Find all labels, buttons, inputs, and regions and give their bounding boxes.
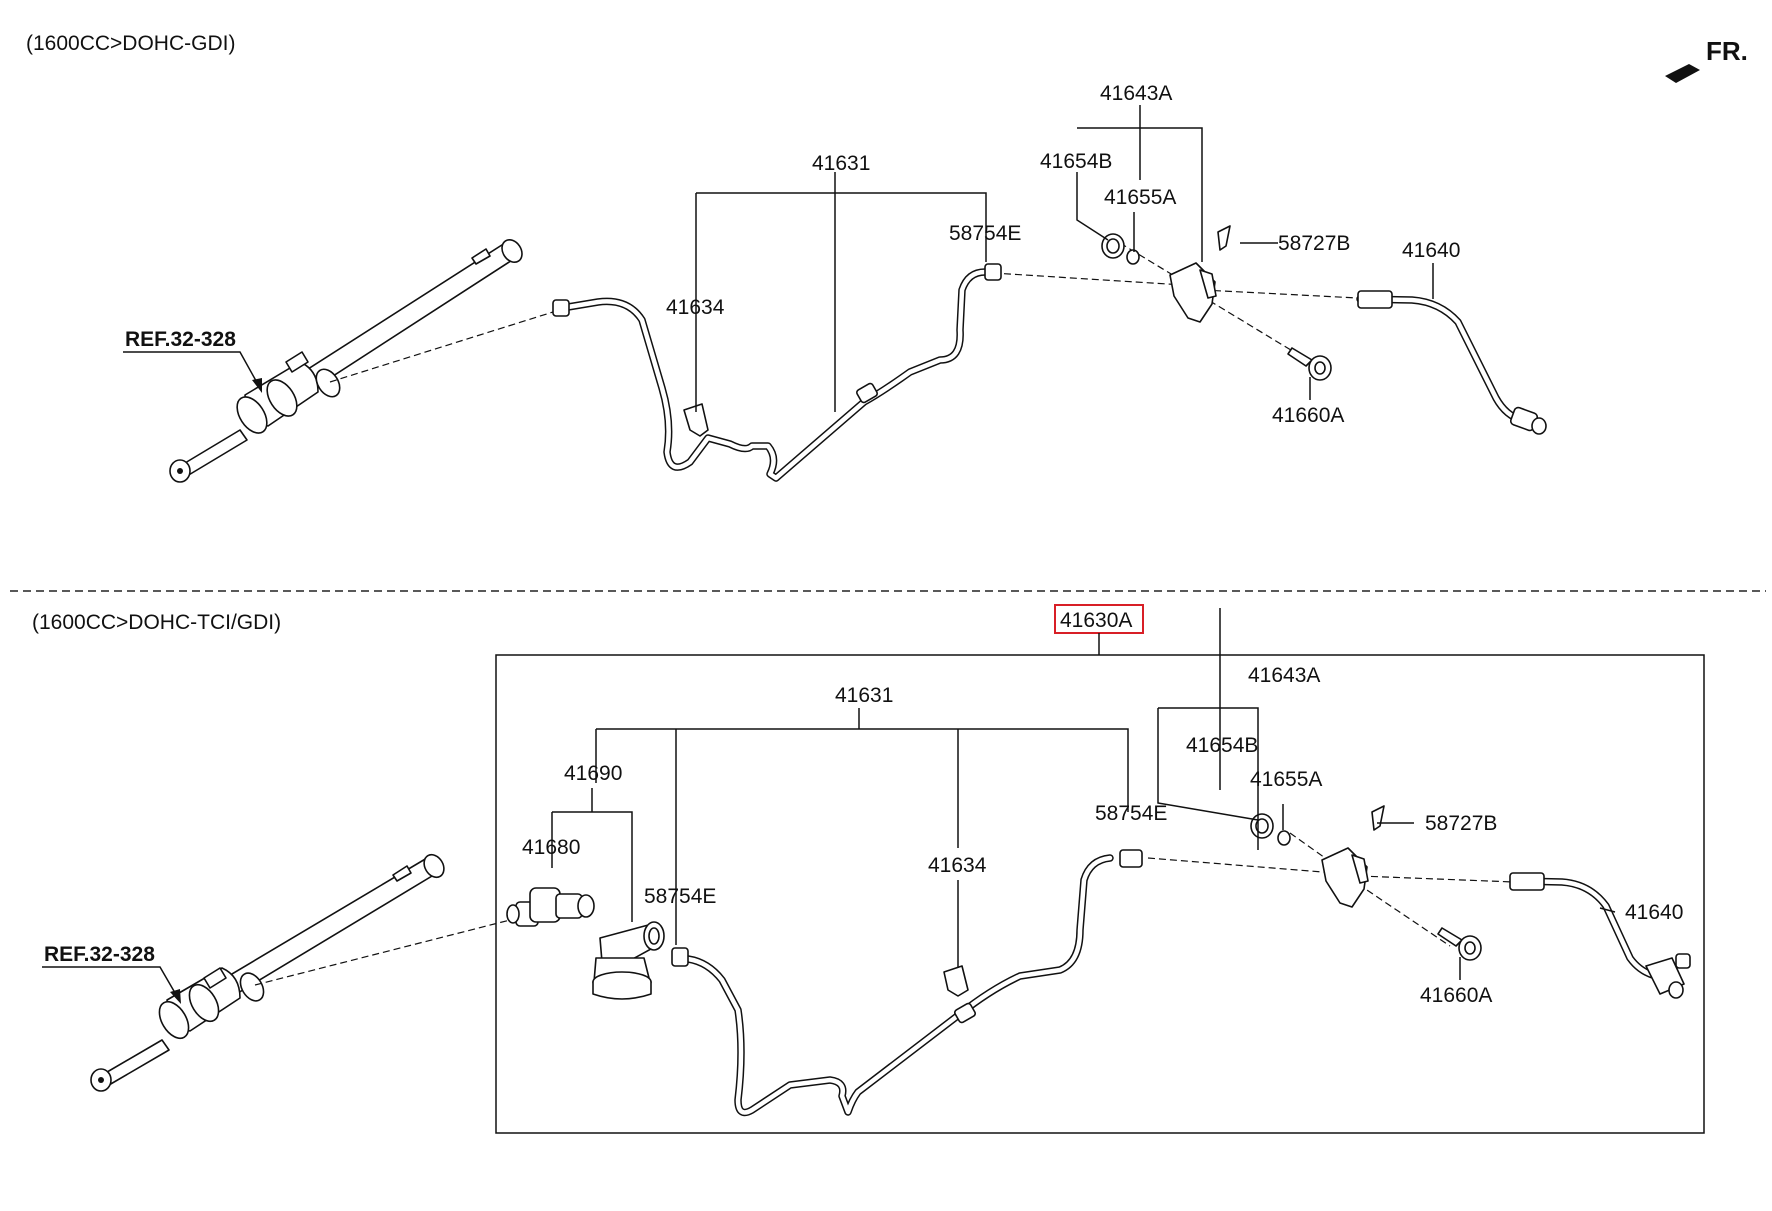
clutch-master-cylinder-top	[169, 239, 523, 483]
part-label-58727B: 58727B	[1425, 812, 1497, 835]
clutch-pipe-top	[552, 263, 1002, 482]
part-label-58727B: 58727B	[1278, 232, 1350, 255]
assembly-label-41630A: 41630A	[1060, 609, 1132, 632]
part-label-41640: 41640	[1625, 901, 1683, 924]
part-label-41655A: 41655A	[1104, 186, 1176, 209]
part-label-58754E-a: 58754E	[644, 885, 716, 908]
part-label-58754E: 58754E	[949, 222, 1021, 245]
reference-callout-top: REF.32-328	[123, 328, 262, 393]
clutch-hose-bottom	[1509, 872, 1691, 999]
reservoir-hose-fitting	[506, 887, 595, 927]
reference-label: REF.32-328	[44, 943, 155, 966]
part-label-58754E-b: 58754E	[1095, 802, 1167, 825]
clutch-hose-top	[1356, 290, 1547, 435]
part-label-41634: 41634	[666, 296, 725, 319]
arrow-head-icon	[170, 989, 181, 1004]
part-label-41654B: 41654B	[1040, 150, 1112, 173]
top-section-caption: (1600CC>DOHC-GDI)	[26, 32, 235, 55]
assembly-boundary-box	[495, 654, 1705, 1134]
part-label-41643A: 41643A	[1100, 82, 1172, 105]
part-label-41631: 41631	[835, 684, 893, 707]
part-label-41690: 41690	[564, 762, 622, 785]
clutch-pipe-bottom	[671, 849, 1143, 1117]
arrow-head-icon	[252, 378, 262, 393]
part-label-41680: 41680	[522, 836, 580, 859]
part-label-41643A: 41643A	[1248, 664, 1320, 687]
bottom-section: 41630A REF.32-328	[42, 604, 1705, 1134]
front-direction-indicator: FR.	[1665, 36, 1748, 83]
front-direction-label: FR.	[1706, 36, 1748, 66]
part-label-41640: 41640	[1402, 239, 1460, 262]
part-label-41660A: 41660A	[1272, 404, 1344, 427]
reference-callout-bottom: REF.32-328	[42, 943, 181, 1004]
part-label-41655A: 41655A	[1250, 768, 1322, 791]
part-label-41631: 41631	[812, 152, 870, 175]
reservoir-connector	[592, 921, 665, 1000]
top-section: REF.32-328	[123, 82, 1547, 483]
part-label-41660A: 41660A	[1420, 984, 1492, 1007]
part-label-41654B: 41654B	[1186, 734, 1258, 757]
reference-label: REF.32-328	[125, 328, 236, 351]
clutch-master-cylinder-bottom	[90, 853, 445, 1092]
front-arrow-icon	[1665, 64, 1700, 83]
part-label-41634: 41634	[928, 854, 987, 877]
pipe-bracket-bottom	[1250, 805, 1482, 961]
bottom-section-caption: (1600CC>DOHC-TCI/GDI)	[32, 611, 281, 634]
